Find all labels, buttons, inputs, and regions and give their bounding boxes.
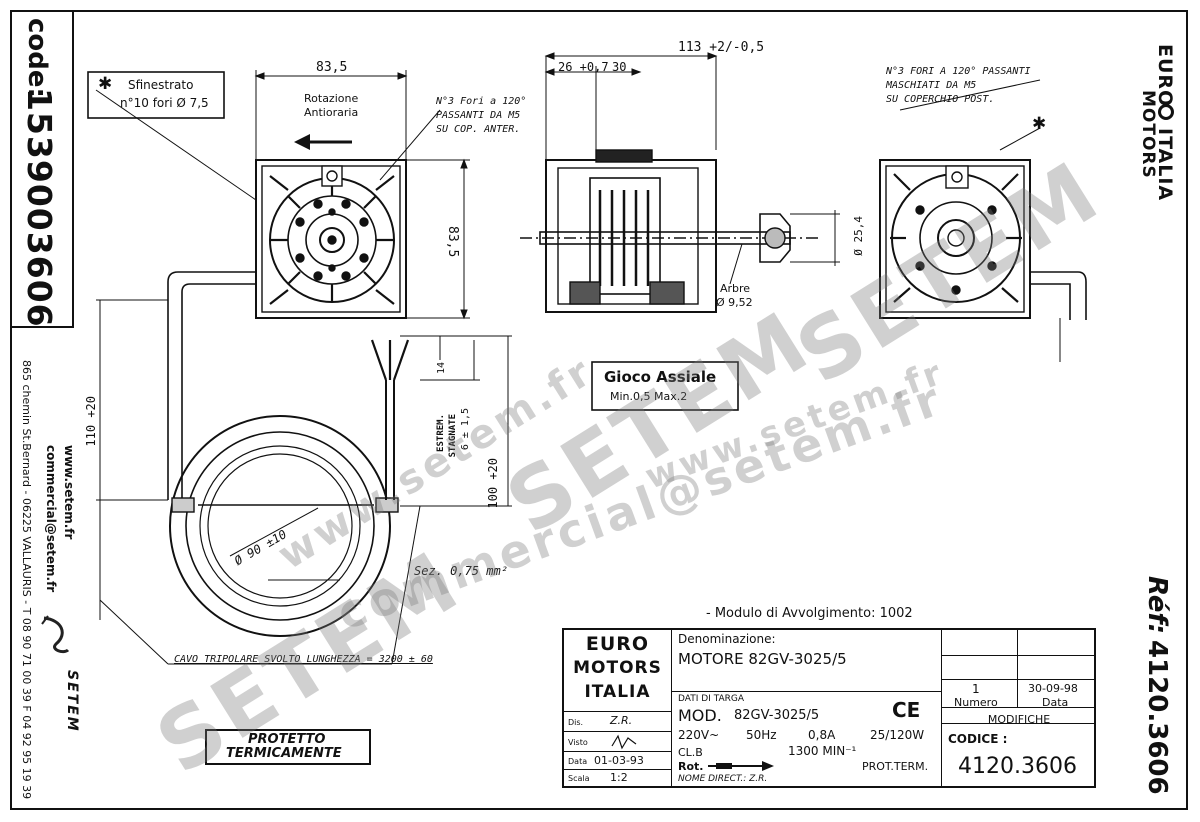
tb-mod-numero-cell: 1 Numero — [942, 680, 1018, 709]
shaft-dim: Ø 9,52 — [716, 296, 753, 309]
tb-denom-value: MOTORE 82GV-3025/5 — [678, 650, 847, 668]
tb-targa-cell: DATI DI TARGA MOD. 82GV-3025/5 CE 220V~ … — [672, 692, 942, 788]
front-holes-line2: PASSANTI DA M5 — [436, 110, 521, 121]
winding-module: - Modulo di Avvolgimento: 1002 — [706, 606, 913, 621]
tb-logo-cell: EURO MOTORS ITALIA — [564, 630, 672, 712]
brand-logo: EURO ITALIA MOTORS — [1138, 40, 1176, 260]
tb-frequency: 50Hz — [746, 728, 777, 742]
front-holes-line1: N°3 Fori a 120° — [436, 96, 527, 107]
thermal-line1: PROTETTO — [248, 732, 326, 747]
tb-denom-label: Denominazione: — [678, 632, 776, 646]
tb-voltage: 220V~ — [678, 728, 720, 742]
fan-logo-icon — [1158, 104, 1174, 120]
tb-visto-row: Visto — [564, 732, 672, 752]
cable-dim-14: 14 — [436, 362, 447, 375]
tb-numero-label: Numero — [954, 696, 998, 709]
tb-scala-value: 1:2 — [610, 771, 628, 784]
rear-holes-line2: MASCHIATI DA M5 — [886, 80, 977, 91]
tb-mod-numero-value: 1 — [972, 682, 980, 696]
code-box — [10, 10, 74, 328]
rear-star-icon: ✱ — [1032, 114, 1047, 134]
tb-power: 25/120W — [870, 728, 925, 742]
front-view-motor — [167, 159, 407, 500]
side-dia-25: Ø 25,4 — [852, 216, 865, 256]
thermal-line2: TERMICAMENTE — [226, 746, 342, 761]
axial-play-values: Min.0,5 Max.2 — [610, 390, 688, 403]
tb-codice-label: CODICE : — [948, 732, 1008, 746]
tb-logo-line2: MOTORS — [573, 658, 662, 678]
tb-mod-grid-2 — [1018, 630, 1096, 656]
rear-holes-line1: N°3 FORI A 120° PASSANTI — [886, 66, 1031, 77]
axial-play-title: Gioco Assiale — [604, 368, 717, 386]
shaft-label: Arbre — [720, 282, 751, 295]
tb-scala-label: Scala — [568, 774, 590, 783]
front-width-dim: 83,5 — [316, 60, 348, 75]
side-dim-30: 30 — [612, 60, 627, 74]
legend-line1: Sfinestrato — [128, 78, 194, 92]
rear-view-motor — [879, 159, 1087, 362]
side-view-motor — [520, 149, 820, 313]
tb-mod-date-cell: 30-09-98 Data — [1018, 680, 1096, 709]
setem-swoosh-icon — [41, 615, 70, 654]
tb-nome-direct: NOME DIRECT.: Z.R. — [678, 774, 768, 784]
tb-data-row: Data 01-03-93 — [564, 752, 672, 770]
tb-mod-grid-3 — [942, 656, 1018, 680]
tb-mod-grid-1 — [942, 630, 1018, 656]
tb-modifiche-cell: MODIFICHE — [942, 708, 1096, 726]
tb-dis-label: Dis. — [568, 718, 584, 727]
legend-star-icon: ✱ — [98, 74, 113, 94]
drawing-frame — [10, 10, 1188, 810]
title-block: EURO MOTORS ITALIA Dis. Z.R. Visto Data … — [562, 628, 1096, 788]
tb-scala-row: Scala 1:2 — [564, 770, 672, 788]
tb-class: CL.B — [678, 746, 703, 759]
tb-denom-cell: Denominazione: MOTORE 82GV-3025/5 — [672, 630, 942, 692]
tb-data-col-label: Data — [1042, 696, 1069, 709]
tb-data-value: 01-03-93 — [594, 754, 644, 767]
tb-modifiche-label: MODIFICHE — [987, 713, 1051, 726]
tb-codice-cell: CODICE : 4120.3606 — [942, 724, 1096, 788]
tb-mod-label: MOD. — [678, 706, 722, 725]
tb-codice-value: 4120.3606 — [958, 754, 1077, 779]
cable-dim-110: 110 +20 — [84, 396, 98, 447]
rotation-line2: Antioraria — [304, 106, 359, 119]
tb-dis-row: Dis. Z.R. — [564, 712, 672, 732]
rear-holes-line3: SU COPERCHIO POST. — [886, 94, 995, 105]
tb-current: 0,8A — [808, 728, 836, 742]
ce-mark-icon: CE — [892, 698, 921, 722]
tb-logo-line1: EURO — [585, 633, 650, 655]
tb-mod-value: 82GV-3025/5 — [734, 708, 820, 723]
tb-dis-value: Z.R. — [610, 714, 633, 727]
front-height-dim: 83,5 — [445, 226, 460, 258]
side-dim-26: 26 +0,7 — [558, 60, 609, 74]
cable-section: Sez. 0,75 mm² — [414, 564, 508, 578]
setem-logo: SETEM — [38, 610, 80, 800]
rotation-arrow-icon — [708, 761, 774, 771]
tb-prot-term: PROT.TERM. — [862, 760, 929, 773]
signature-icon — [611, 734, 637, 750]
tb-mod-date-value: 30-09-98 — [1028, 682, 1078, 695]
tb-mod-grid-4 — [1018, 656, 1096, 680]
cable-coil — [169, 339, 410, 637]
tb-visto-label: Visto — [568, 738, 588, 747]
cable-length: CAVO TRIPOLARE SVOLTO LUNGHEZZA = 3200 ±… — [174, 654, 433, 665]
tb-data-label: Data — [568, 757, 588, 766]
tb-targa-label: DATI DI TARGA — [678, 694, 745, 704]
tb-speed: 1300 MIN⁻¹ — [788, 744, 857, 758]
side-length-dim: 113 +2/-0,5 — [678, 40, 765, 55]
legend-line2: n°10 fori Ø 7,5 — [120, 96, 209, 110]
front-holes-line3: SU COP. ANTER. — [436, 124, 521, 135]
tb-logo-line3: ITALIA — [584, 682, 651, 702]
tb-rot-label: Rot. — [678, 760, 704, 773]
rotation-line1: Rotazione — [304, 92, 359, 105]
